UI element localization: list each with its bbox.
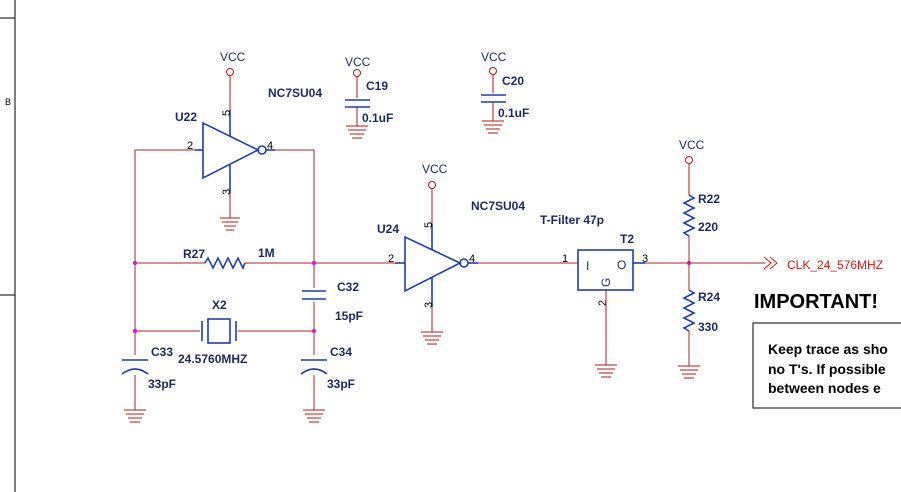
- notice-line-2: no T's. If possible: [768, 361, 886, 377]
- vcc-symbol: [685, 156, 693, 195]
- junction-dot: [311, 260, 317, 266]
- important-title: IMPORTANT!: [754, 291, 878, 313]
- t2-letter-i: I: [586, 259, 589, 273]
- junction-dot: [132, 260, 138, 266]
- u24-ref: U24: [377, 222, 399, 236]
- x2-crystal[interactable]: [201, 318, 237, 344]
- r22-vcc-label: VCC: [679, 138, 705, 152]
- c33-ref: C33: [151, 345, 173, 359]
- vcc-label: VCC: [220, 50, 246, 64]
- oscillator-wires: [134, 149, 395, 410]
- t2-letter-g: G: [599, 278, 613, 287]
- c34-value: 33pF: [327, 377, 355, 391]
- r24-resistor[interactable]: [682, 263, 696, 366]
- r22-ref: R22: [698, 192, 720, 206]
- ground-symbol: [678, 365, 700, 379]
- c34-capacitor[interactable]: [299, 355, 329, 423]
- u24-pin-in: 2: [388, 253, 394, 265]
- c33-capacitor[interactable]: [120, 355, 150, 423]
- sheet-border: B: [0, 0, 16, 492]
- t2-pin2: 2: [597, 300, 609, 306]
- u24-part: NC7SU04: [471, 199, 525, 213]
- ground-symbol: [595, 290, 617, 378]
- net-label-clk: CLK_24_576MHZ: [787, 258, 883, 272]
- u22-ref: U22: [175, 110, 197, 124]
- r22-value: 220: [698, 220, 718, 234]
- u22-inverter[interactable]: [195, 110, 275, 193]
- vcc-symbol: [226, 68, 234, 110]
- c19-capacitor[interactable]: [345, 69, 370, 139]
- u24-pin-out: 4: [469, 253, 475, 265]
- notice-line-1: Keep trace as sho: [768, 341, 888, 357]
- c19-ref: C19: [366, 79, 388, 93]
- u24-vcc-label: VCC: [422, 162, 448, 176]
- c20-capacitor[interactable]: [481, 67, 506, 134]
- u24-inverter[interactable]: [395, 224, 478, 307]
- u24-pin-vcc: 5: [423, 222, 435, 228]
- c20-ref: C20: [502, 74, 524, 88]
- r22-resistor[interactable]: [682, 194, 696, 263]
- c32-capacitor[interactable]: [300, 288, 328, 302]
- c32-value: 15pF: [335, 309, 363, 323]
- t2-filter[interactable]: [577, 249, 645, 291]
- net-arrow-icon: [763, 256, 778, 270]
- c20-value: 0.1uF: [498, 106, 529, 120]
- r27-ref: R27: [183, 247, 205, 261]
- zone-label: B: [5, 97, 11, 107]
- t2-ref: T2: [620, 232, 634, 246]
- junction-dot: [311, 328, 317, 334]
- c33-value: 33pF: [148, 377, 176, 391]
- c19-vcc-label: VCC: [345, 55, 371, 69]
- t2-letter-o: O: [617, 258, 626, 272]
- r24-value: 330: [698, 320, 718, 334]
- c34-ref: C34: [330, 345, 352, 359]
- u22-pin-vcc: 5: [221, 110, 233, 116]
- ground-symbol: [220, 193, 240, 231]
- u22-pin-gnd: 3: [221, 189, 233, 195]
- ground-symbol: [421, 307, 443, 345]
- t2-part: T-Filter 47p: [540, 213, 604, 227]
- vcc-symbol: [428, 181, 436, 224]
- r27-resistor[interactable]: [204, 256, 246, 270]
- r27-value: 1M: [258, 246, 275, 260]
- t2-pin3: 3: [642, 253, 648, 265]
- c20-vcc-label: VCC: [481, 50, 507, 64]
- junction-dot: [132, 328, 138, 334]
- c19-value: 0.1uF: [362, 111, 393, 125]
- u22-pin-in: 2: [187, 140, 193, 152]
- notice-box: [752, 322, 901, 409]
- x2-value: 24.5760MHZ: [178, 352, 247, 366]
- r24-ref: R24: [698, 290, 720, 304]
- u22-part: NC7SU04: [268, 86, 322, 100]
- u22-pin-out: 4: [267, 140, 273, 152]
- notice-line-3: between nodes e: [768, 380, 881, 396]
- c32-ref: C32: [337, 280, 359, 294]
- u24-pin-gnd: 3: [423, 302, 435, 308]
- t2-pin1: 1: [562, 253, 568, 265]
- x2-ref: X2: [212, 298, 227, 312]
